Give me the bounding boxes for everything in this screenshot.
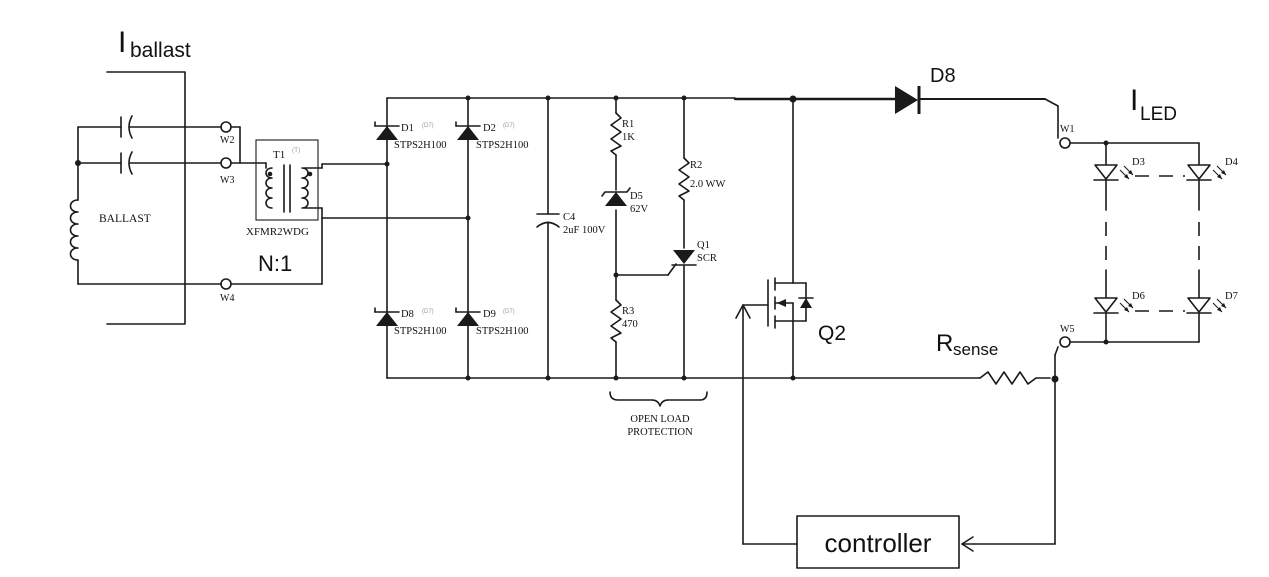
w1-label: W1 xyxy=(1060,124,1074,135)
r3-value: 470 xyxy=(622,319,638,330)
r1-ref: R1 xyxy=(622,119,634,130)
rsense-subscript: sense xyxy=(953,340,998,359)
open-load-brace xyxy=(609,391,708,407)
ballast-bracket xyxy=(106,71,186,325)
controller-wiring xyxy=(735,304,1056,552)
q1-ref: Q1 xyxy=(697,240,710,251)
d2-tag: (D7) xyxy=(503,123,515,129)
d3-ref: D3 xyxy=(1132,157,1145,168)
diode-d1 xyxy=(374,121,400,140)
d5-value: 62V xyxy=(630,204,649,215)
led-d3 xyxy=(1093,164,1134,181)
r2-ref: R2 xyxy=(690,160,702,171)
capacitor-c4 xyxy=(536,95,560,381)
r2-value: 2.0 WW xyxy=(690,179,725,190)
t1-part: XFMR2WDG xyxy=(246,226,309,238)
open-load-line1: OPEN LOAD xyxy=(630,414,690,425)
d6-ref: D6 xyxy=(1132,291,1145,302)
transformer-t1 xyxy=(230,126,323,285)
d9-ref: D9 xyxy=(483,309,496,320)
led-d6 xyxy=(1093,297,1134,314)
w2-label: W2 xyxy=(220,135,234,146)
w3-label: W3 xyxy=(220,175,234,186)
diode-d8-main xyxy=(895,86,921,114)
q2-ref: Q2 xyxy=(818,322,846,345)
diode-d8-bridge xyxy=(374,307,400,326)
open-load-wiring xyxy=(613,95,687,381)
q1-value: SCR xyxy=(697,253,717,264)
d8-main-ref: D8 xyxy=(930,65,956,87)
ballast-label: BALLAST xyxy=(99,213,151,225)
i-ballast-subscript: ballast xyxy=(130,39,191,62)
d9-tag: (D7) xyxy=(503,309,515,315)
d1-tag: (D7) xyxy=(422,123,434,129)
c4-value: 2uF 100V xyxy=(563,225,606,236)
d2-part: STPS2H100 xyxy=(476,140,529,151)
terminal-w4 xyxy=(220,278,232,290)
controller-label: controller xyxy=(825,528,932,558)
c4-ref: C4 xyxy=(563,212,576,223)
scr-q1 xyxy=(671,250,697,266)
resistor-rsense xyxy=(979,371,1051,385)
led-array-wiring xyxy=(1069,140,1200,345)
ballast-inductor xyxy=(69,199,79,261)
resistor-r2 xyxy=(678,157,690,201)
ballast-side-wiring xyxy=(75,126,222,285)
mosfet-q2 xyxy=(767,98,814,381)
d1-ref: D1 xyxy=(401,123,414,134)
t1-tag: (T) xyxy=(292,147,300,154)
d1-part: STPS2H100 xyxy=(394,140,447,151)
i-ballast-label: I xyxy=(118,26,126,59)
r1-value: 1K xyxy=(622,132,635,143)
led-d7 xyxy=(1186,297,1227,314)
open-load-line2: PROTECTION xyxy=(627,427,693,438)
d8-bridge-tag: (D7) xyxy=(422,309,434,315)
i-led-subscript: LED xyxy=(1140,104,1177,125)
t1-ref: T1 xyxy=(273,149,285,161)
terminal-w2 xyxy=(220,121,232,133)
resistor-r3 xyxy=(610,299,622,343)
controller-box xyxy=(796,515,960,569)
d4-ref: D4 xyxy=(1225,157,1239,168)
d7-ref: D7 xyxy=(1225,291,1238,302)
output-wire-bend xyxy=(1044,98,1059,107)
diode-d9 xyxy=(455,307,481,326)
d8-bridge-part: STPS2H100 xyxy=(394,326,447,337)
terminal-w5 xyxy=(1059,336,1071,348)
d5-ref: D5 xyxy=(630,191,643,202)
d9-part: STPS2H100 xyxy=(476,326,529,337)
turns-ratio-label: N:1 xyxy=(258,251,292,276)
resistor-r1 xyxy=(610,112,622,156)
rsense-label: R xyxy=(936,330,953,357)
d2-ref: D2 xyxy=(483,123,496,134)
terminal-w1 xyxy=(1059,137,1071,149)
w5-label: W5 xyxy=(1060,324,1074,335)
zener-d5 xyxy=(601,187,631,206)
diode-d2 xyxy=(455,121,481,140)
ballast-capacitors xyxy=(120,115,133,175)
terminal-w3 xyxy=(220,157,232,169)
rsense-junction xyxy=(1051,375,1059,383)
w4-label: W4 xyxy=(220,293,234,304)
w5-feed-bend xyxy=(1054,346,1059,356)
led-d4 xyxy=(1186,164,1227,181)
r3-ref: R3 xyxy=(622,306,634,317)
i-led-label: I xyxy=(1130,84,1138,117)
d8-bridge-ref: D8 xyxy=(401,309,414,320)
